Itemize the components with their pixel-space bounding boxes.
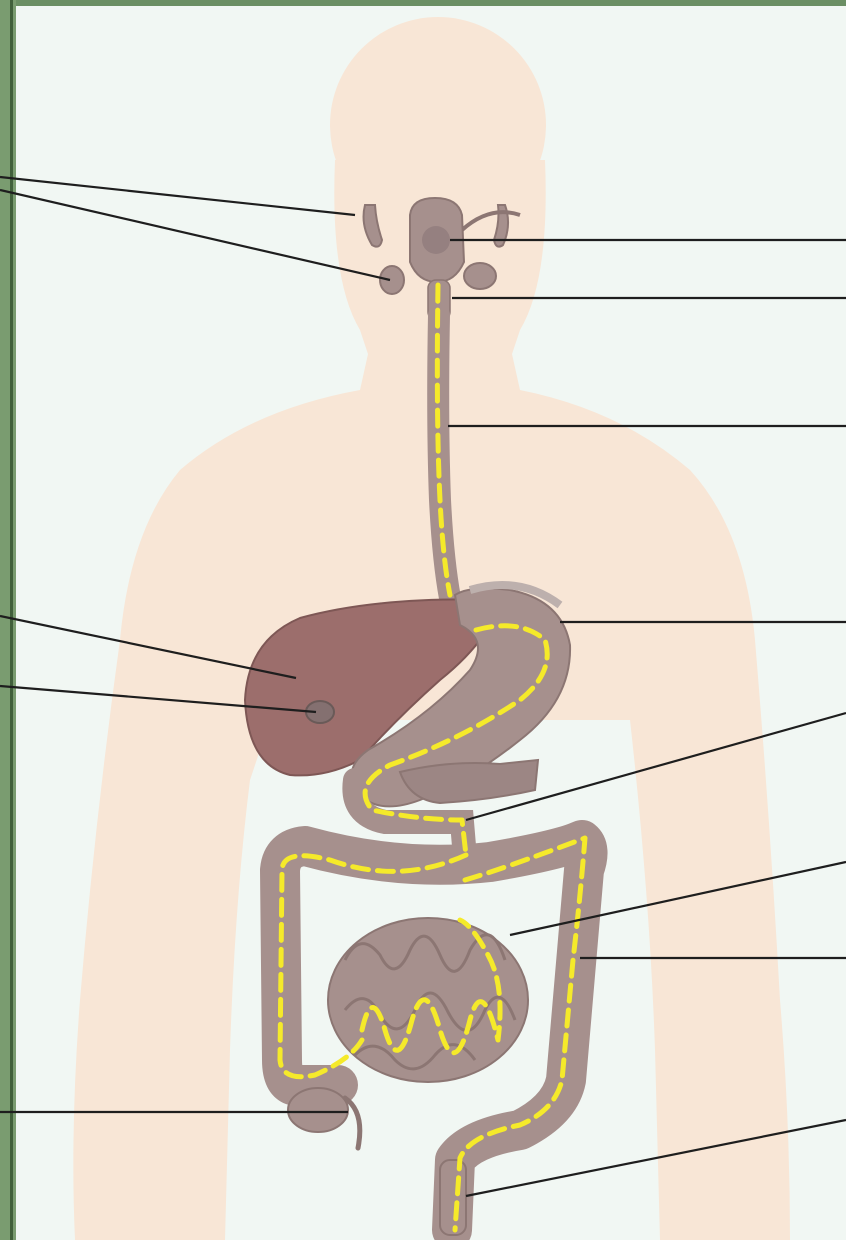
rectum bbox=[440, 1160, 466, 1235]
esophagus bbox=[438, 315, 450, 598]
frame-left bbox=[0, 0, 16, 1240]
frame-top bbox=[0, 0, 846, 6]
frame-left-inner bbox=[10, 0, 13, 1240]
